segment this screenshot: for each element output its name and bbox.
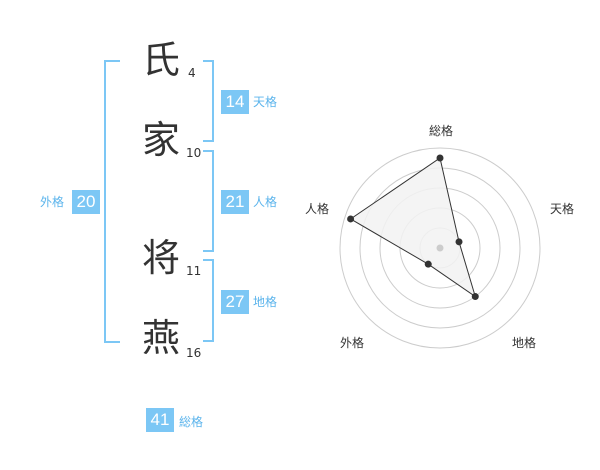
- soukaku-label: 総格: [179, 415, 204, 429]
- stroke-count-1: 4: [188, 66, 196, 80]
- radar-point-0: [436, 154, 444, 162]
- soukaku-value-badge: 41: [146, 408, 174, 432]
- jinkaku-value-badge: 21: [221, 190, 249, 214]
- chikaku-label: 地格: [253, 295, 278, 309]
- stroke-count-4: 16: [186, 346, 202, 360]
- stroke-count-2: 10: [186, 146, 202, 160]
- radar-axis-label-soukaku: 総格: [428, 124, 453, 138]
- gaikaku-value-badge: 20: [72, 190, 100, 214]
- radar-axis-label-jinkaku: 人格: [304, 202, 329, 216]
- radar-axis-label-tenkaku: 天格: [549, 202, 574, 216]
- name-char-3: 将: [141, 236, 180, 280]
- name-char-1: 氏: [141, 38, 180, 82]
- radar-axis-label-gaikaku: 外格: [339, 336, 364, 350]
- stroke-count-3: 11: [186, 264, 202, 278]
- tenkaku-label: 天格: [253, 95, 278, 109]
- chikaku-value-badge: 27: [221, 290, 249, 314]
- radar-axis-label-chikaku: 地格: [511, 336, 536, 350]
- jinkaku-label: 人格: [253, 195, 278, 209]
- chikaku-bracket: [203, 259, 214, 342]
- name-char-4: 燕: [141, 316, 180, 360]
- gaikaku-bracket: [104, 60, 120, 343]
- radar-point-3: [424, 260, 432, 268]
- tenkaku-value-badge: 14: [221, 90, 249, 114]
- radar-series-area: [349, 157, 477, 298]
- name-char-2: 家: [141, 118, 180, 162]
- radar-center-point: [436, 244, 444, 252]
- radar-grid-ring: [339, 147, 541, 349]
- tenkaku-bracket: [203, 60, 214, 142]
- radar-point-1: [455, 238, 463, 246]
- radar-point-2: [471, 293, 479, 301]
- gaikaku-label: 外格: [40, 195, 65, 209]
- radar-point-4: [347, 215, 355, 223]
- jinkaku-bracket: [203, 150, 214, 252]
